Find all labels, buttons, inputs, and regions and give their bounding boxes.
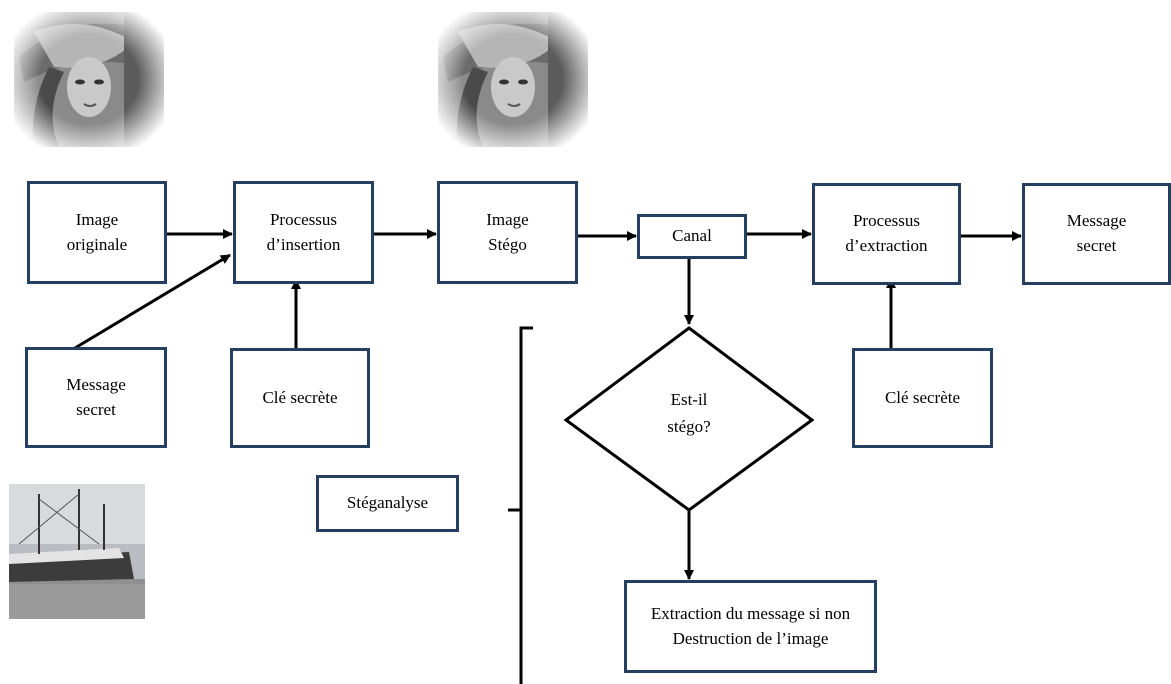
processus-insertion-line1: Processus (269, 209, 338, 229)
stego-portrait-photo (438, 12, 588, 147)
canal-label: Canal (672, 226, 712, 246)
processus-insertion-box: Processus d’insertion (233, 181, 374, 284)
arrow-message-to-insertion (74, 253, 231, 350)
cle-secrete-left-label: Clé secrète (262, 387, 338, 407)
message-secret-input-line1: Message (66, 374, 126, 394)
cle-secrete-right-label: Clé secrète (884, 387, 961, 407)
image-originale-line1: Image (75, 209, 119, 229)
action-line2: Destruction de l’image (672, 628, 829, 648)
decision-diamond (563, 326, 815, 512)
decision-line1: Est-il (670, 390, 708, 409)
message-secret-output-box: Message secret (1022, 183, 1171, 285)
message-secret-input-box: Message secret (25, 347, 167, 448)
cle-secrete-right-box: Clé secrète (852, 348, 993, 448)
action-line1: Extraction du message si non (650, 603, 851, 623)
image-stego-line1: Image (486, 209, 529, 229)
image-originale-box: Image originale (27, 181, 167, 284)
image-stego-line2: Stégo (488, 234, 527, 254)
processus-extraction-box: Processus d’extraction (812, 183, 961, 285)
boat-photo (9, 484, 145, 619)
message-secret-input-line2: secret (76, 399, 116, 419)
steganalyse-bracket (508, 326, 533, 684)
message-secret-output-line2: secret (1076, 236, 1117, 255)
processus-insertion-line2: d’insertion (266, 234, 341, 254)
steganalyse-label: Stéganalyse (346, 493, 429, 513)
processus-extraction-line1: Processus (852, 211, 921, 231)
processus-extraction-line2: d’extraction (845, 236, 928, 255)
decision-line2: stégo? (667, 417, 711, 437)
original-portrait-photo (14, 12, 164, 147)
message-secret-output-line1: Message (1066, 211, 1127, 231)
decision-label: Est-il stégo? (609, 386, 769, 440)
canal-box: Canal (637, 214, 747, 259)
steganalyse-box: Stéganalyse (316, 475, 459, 532)
image-originale-line2: originale (66, 234, 128, 254)
cle-secrete-left-box: Clé secrète (230, 348, 370, 448)
